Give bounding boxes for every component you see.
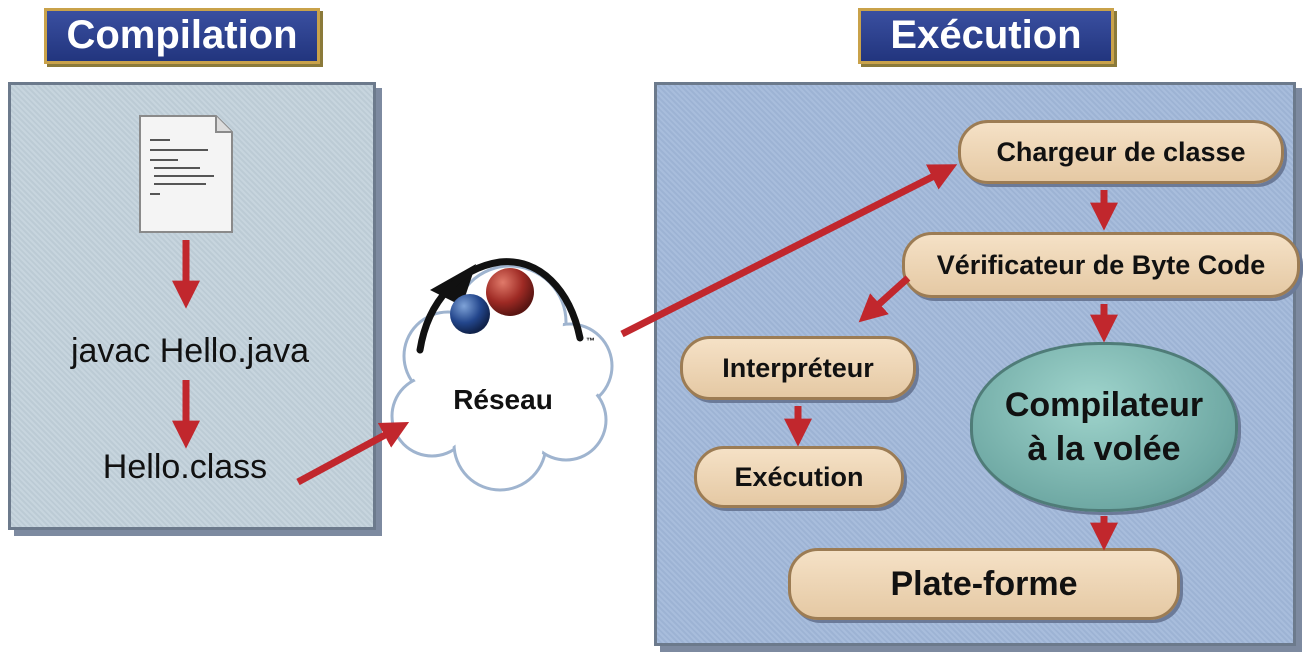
- class-loader-node: Chargeur de classe: [958, 120, 1284, 184]
- bytecode-verifier-node: Vérificateur de Byte Code: [902, 232, 1300, 298]
- trademark-mark: ™: [586, 336, 595, 346]
- network-label: Réseau: [453, 384, 553, 415]
- java-logo-icon: [416, 258, 584, 354]
- execution-title: Exécution: [858, 8, 1114, 64]
- hello-class-label: Hello.class: [102, 448, 268, 486]
- jit-label-line1: Compilateur: [1004, 386, 1204, 424]
- arrow-verifier-to-interpreter: [858, 275, 911, 323]
- compilation-title: Compilation: [44, 8, 320, 64]
- execution-node: Exécution: [694, 446, 904, 508]
- jit-label-line2: à la volée: [1027, 430, 1181, 468]
- jit-compiler-node: Compilateur à la volée: [970, 342, 1238, 512]
- platform-node: Plate-forme: [788, 548, 1180, 620]
- source-file-icon: [139, 115, 233, 233]
- javac-command-label: javac Hello.java: [70, 332, 310, 370]
- arrow-network-to-loader: [620, 164, 958, 338]
- arrow-class-to-network: [296, 422, 410, 486]
- interpreter-node: Interpréteur: [680, 336, 916, 400]
